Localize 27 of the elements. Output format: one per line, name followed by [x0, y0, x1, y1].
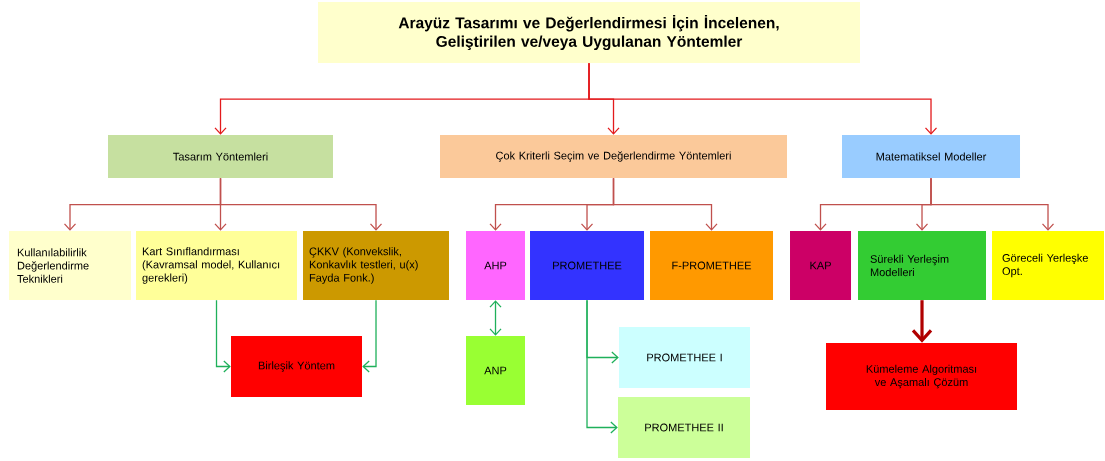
process-box: PROMETHEE	[530, 231, 644, 300]
arrow	[362, 299, 377, 373]
arrow	[489, 300, 502, 336]
arrow	[215, 299, 231, 373]
arrow	[930, 177, 1055, 231]
arrow	[586, 299, 618, 434]
arrow	[219, 177, 383, 231]
process-box: PROMETHEE II	[618, 397, 750, 458]
process-box: Sürekli Yerleşim Modelleri	[858, 231, 986, 300]
process-box: PROMETHEE I	[619, 327, 750, 388]
process-box: ANP	[466, 336, 525, 405]
process-box: Tasarım Yöntemleri	[108, 135, 333, 178]
process-box: Göreceli Yerleşke Opt.	[992, 231, 1104, 300]
arrow	[612, 177, 718, 231]
arrow	[911, 300, 933, 343]
process-box: Kümeleme Algoritması ve Aşamalı Çözüm	[826, 343, 1017, 410]
process-box: AHP	[466, 231, 525, 300]
arrow	[588, 62, 938, 135]
process-box: Çok Kriterli Seçim ve Değerlendirme Yöntemleri	[440, 135, 787, 178]
process-box: Kullanılabilirlik Değerlendirme Teknikleri	[9, 231, 131, 300]
process-box: ÇKKV (Konvekslik, Konkavlık testleri, u(x) Fayda Fonk.)	[303, 231, 449, 300]
title-box: Arayüz Tasarımı ve Değerlendirmesi İçin İncelenen, Geliştirilen ve/veya Uygulanan Yöntemler	[318, 2, 860, 63]
process-box: Matematiksel Modeller	[842, 135, 1020, 178]
process-box: Kart Sınıflandırması (Kavramsal model, Kullanıcı gerekleri)	[136, 231, 297, 300]
process-box: KAP	[790, 231, 851, 300]
process-box: Birleşik Yöntem	[231, 336, 362, 397]
process-box: F-PROMETHEE	[650, 231, 773, 300]
